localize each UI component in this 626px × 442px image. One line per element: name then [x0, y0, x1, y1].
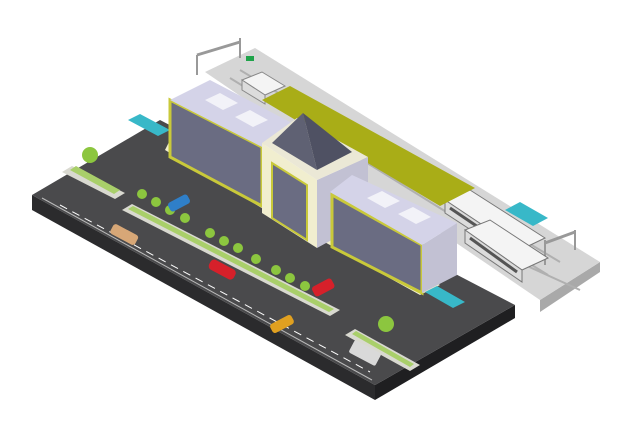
bus-shelter	[128, 114, 170, 136]
tree	[271, 265, 281, 275]
right-wing-roof	[330, 175, 457, 245]
grass-right	[352, 331, 414, 367]
slab-side-left	[32, 195, 375, 400]
train	[240, 71, 287, 105]
platform-shelter	[505, 202, 548, 226]
tree	[82, 147, 98, 163]
blue-car	[167, 194, 191, 212]
orange-car	[270, 315, 294, 333]
median-grass	[128, 206, 334, 312]
tree	[233, 243, 243, 253]
tree	[205, 228, 215, 238]
tree	[251, 254, 261, 264]
gantry-sign	[196, 38, 254, 75]
tree	[219, 236, 229, 246]
asphalt	[32, 120, 515, 385]
skylight	[367, 191, 400, 208]
tree	[137, 189, 147, 199]
skylight	[235, 110, 268, 127]
tree	[378, 316, 394, 332]
platform-canopy	[262, 86, 475, 206]
skylight	[398, 207, 431, 224]
bus-shelter	[425, 286, 465, 308]
center-glass	[271, 161, 308, 242]
green-sign	[246, 56, 254, 61]
tree	[300, 281, 310, 291]
red-car	[208, 259, 236, 280]
pyramid-right	[303, 113, 352, 170]
tree	[285, 273, 295, 283]
red-car	[311, 278, 335, 297]
station-building	[168, 80, 457, 296]
tan-car	[110, 224, 139, 245]
tree	[180, 213, 190, 223]
slab-side-right	[375, 305, 515, 400]
right-wing-side	[422, 223, 457, 293]
vehicles	[110, 194, 381, 366]
tree	[151, 197, 161, 207]
road-edge	[41, 197, 373, 381]
grass-left	[70, 166, 120, 194]
train	[463, 219, 550, 283]
pyramid-left	[272, 113, 317, 170]
rail-bed-side	[540, 262, 600, 312]
skylight	[205, 93, 238, 110]
delivery-truck	[349, 340, 381, 366]
trees	[82, 147, 394, 332]
left-wing-roof	[170, 80, 292, 147]
